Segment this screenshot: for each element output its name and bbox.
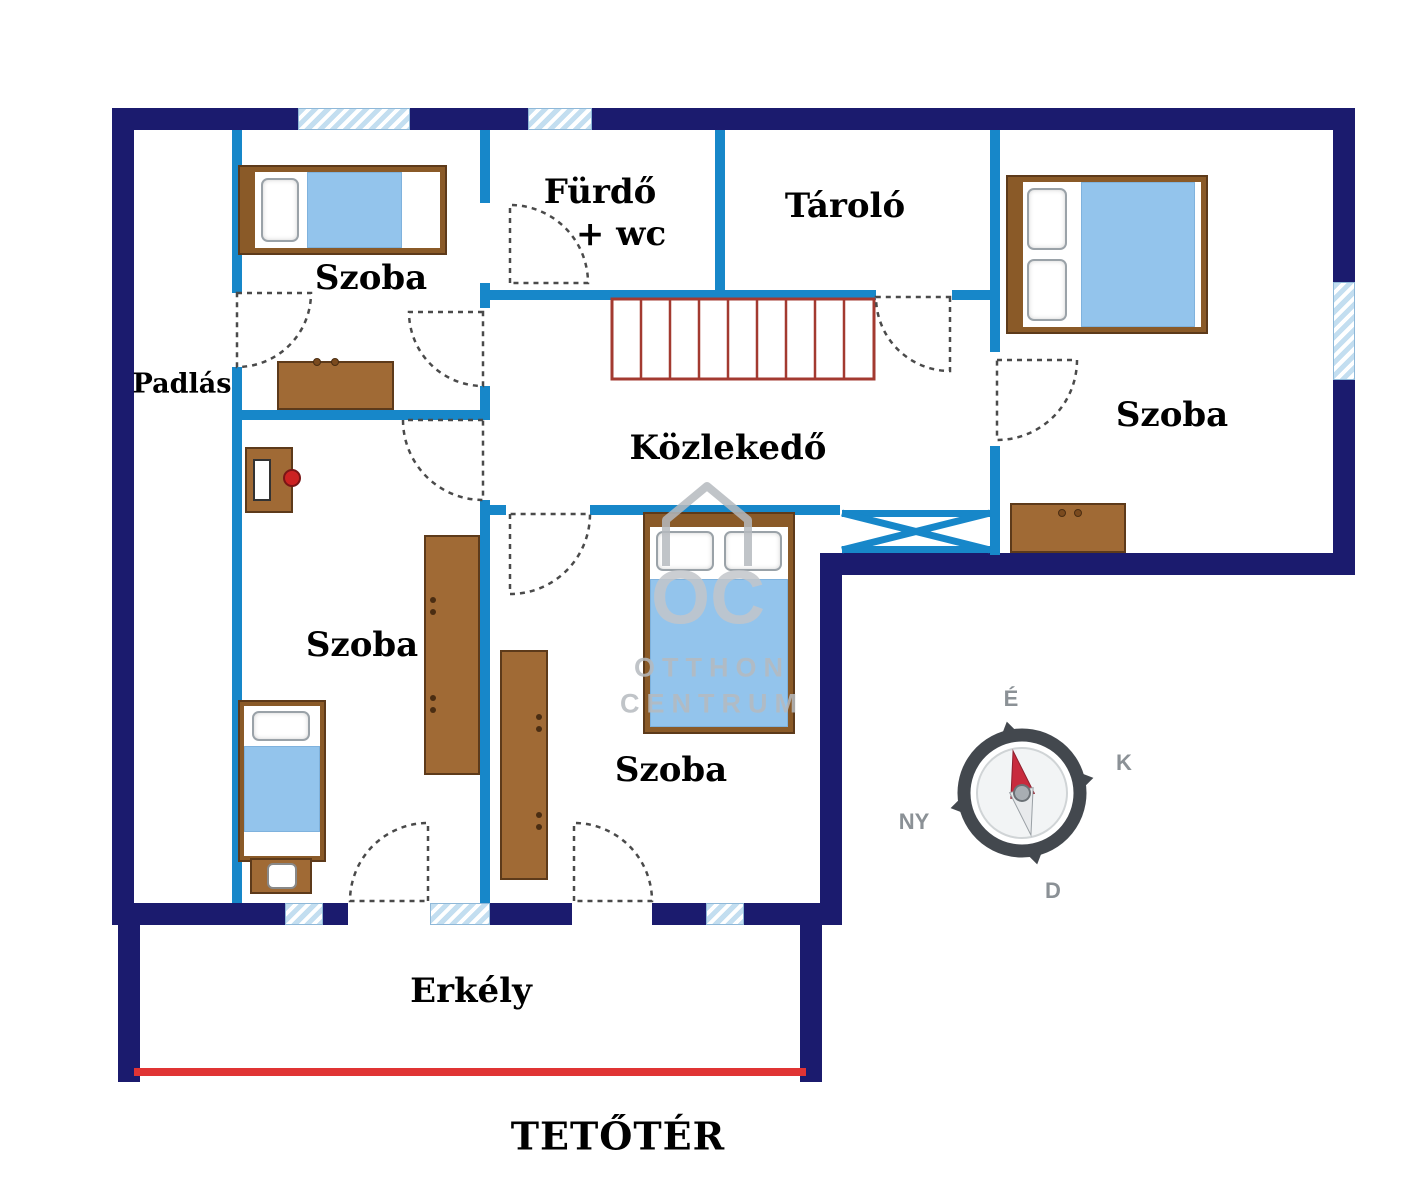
door-arc-balcony-left bbox=[348, 821, 430, 903]
nightstand-bottom-left bbox=[250, 858, 312, 894]
inner-wall-padlas-upper bbox=[232, 130, 242, 293]
stair-railing-x bbox=[841, 509, 991, 554]
bed-single-bottom-left bbox=[240, 702, 324, 860]
room-label-erkely: Erkély bbox=[410, 971, 532, 1011]
balcony-door-opening-right bbox=[572, 903, 652, 925]
inner-wall-center-v-4 bbox=[480, 500, 490, 903]
plan-title: TETŐTÉR bbox=[510, 1113, 726, 1159]
compass-body bbox=[950, 721, 1094, 865]
bed-pillow bbox=[1027, 188, 1067, 250]
railing-bar-top bbox=[842, 510, 990, 517]
balcony-door-opening-left bbox=[348, 903, 430, 925]
bed-headboard bbox=[650, 519, 788, 527]
room-label-tarolo: Tároló bbox=[784, 186, 906, 226]
watermark-house-icon bbox=[662, 482, 752, 566]
compass-pivot bbox=[1013, 784, 1031, 802]
door-arc-szoba-top-right bbox=[995, 358, 1079, 442]
compass-label-east: K bbox=[1116, 750, 1132, 775]
balcony-edge-line bbox=[134, 1068, 806, 1076]
dresser-knob bbox=[1058, 509, 1066, 517]
compass-rose bbox=[950, 721, 1094, 865]
wardrobe-handle bbox=[536, 714, 542, 720]
desk-top-left bbox=[277, 358, 394, 410]
bed-blanket bbox=[650, 579, 788, 727]
wardrobe-handle bbox=[430, 597, 436, 603]
wardrobe-handle bbox=[536, 726, 542, 732]
bed-single-top-left bbox=[240, 167, 445, 253]
room-label-szoba-top-right: Szoba bbox=[1115, 395, 1229, 435]
room-label-szoba-bottom: Szoba bbox=[614, 750, 728, 790]
inner-wall-hall-top-2 bbox=[952, 290, 1000, 300]
dresser-top-right bbox=[1010, 503, 1126, 553]
door-arc-szoba-mid-left bbox=[401, 418, 485, 502]
inner-wall-right-room-2 bbox=[990, 446, 1000, 555]
nightstand-lamp bbox=[267, 863, 297, 889]
room-label-furdo-line2: + wc bbox=[575, 214, 667, 254]
desk-knob bbox=[331, 358, 339, 366]
bed-headboard bbox=[1013, 182, 1023, 327]
bed-pillow bbox=[1027, 259, 1067, 321]
bed-blanket bbox=[1081, 182, 1195, 327]
balcony-wall-left bbox=[118, 925, 140, 1082]
wardrobe-handle bbox=[430, 707, 436, 713]
compass-label-west: NY bbox=[898, 809, 930, 834]
inner-wall-furdo-tarolo bbox=[715, 130, 725, 300]
room-label-kozlekedo: Közlekedő bbox=[629, 428, 827, 468]
door-arc-szoba-top-left-hall bbox=[407, 310, 485, 388]
inner-wall-hall-bottom-2 bbox=[590, 505, 840, 515]
room-label-szoba-top-left: Szoba bbox=[314, 258, 428, 298]
door-arc-tarolo bbox=[874, 295, 952, 373]
wardrobe-mid-left bbox=[424, 535, 480, 775]
railing-bar-bottom bbox=[842, 546, 990, 553]
bed-double-top-right bbox=[1008, 177, 1206, 332]
door-arc-balcony-right bbox=[572, 821, 654, 903]
bed-blanket bbox=[244, 746, 320, 832]
outer-wall-bottom-right bbox=[820, 553, 1355, 575]
desk-monitor bbox=[253, 459, 271, 501]
window-top-center bbox=[528, 108, 592, 130]
inner-wall-center-v-3 bbox=[480, 386, 490, 418]
inner-wall-right-room-1 bbox=[990, 130, 1000, 352]
room-label-furdo-line1: Fürdő bbox=[543, 172, 657, 212]
watermark-logo-text: OC bbox=[651, 555, 765, 641]
wardrobe-handle bbox=[536, 824, 542, 830]
bed-headboard bbox=[245, 172, 255, 248]
watermark-line1: OTTHON bbox=[634, 652, 790, 683]
inner-wall-hall-bottom-1 bbox=[480, 505, 506, 515]
wardrobe-handle bbox=[430, 695, 436, 701]
outer-wall-top bbox=[112, 108, 1355, 130]
chair-red bbox=[283, 469, 301, 487]
bed-blanket bbox=[307, 172, 402, 248]
inner-wall-hall-top-1 bbox=[480, 290, 876, 300]
stairs bbox=[610, 297, 876, 381]
door-arc-szoba-bottom bbox=[508, 512, 592, 596]
desk-knob bbox=[313, 358, 321, 366]
compass-label-north: É bbox=[1003, 686, 1019, 711]
window-right bbox=[1333, 282, 1355, 380]
dresser-knob bbox=[1074, 509, 1082, 517]
window-top-left bbox=[298, 108, 410, 130]
bed-pillow bbox=[261, 178, 299, 242]
inner-wall-szoba-divider-h bbox=[232, 410, 490, 420]
outer-wall-mid-vertical bbox=[820, 553, 842, 925]
window-bottom-2 bbox=[430, 903, 490, 925]
window-bottom-3 bbox=[706, 903, 744, 925]
inner-wall-padlas-lower bbox=[232, 367, 242, 903]
window-bottom-1 bbox=[285, 903, 323, 925]
door-arc-szoba-top-left-padlas bbox=[235, 291, 313, 369]
wardrobe-handle bbox=[430, 609, 436, 615]
bed-pillow bbox=[252, 711, 310, 741]
balcony-wall-right bbox=[800, 925, 822, 1082]
outer-wall-left bbox=[112, 108, 134, 925]
bed-pillow bbox=[724, 531, 782, 571]
watermark-line2: CENTRUM bbox=[620, 688, 804, 719]
wardrobe-bottom-room bbox=[500, 650, 548, 880]
room-label-szoba-mid-left: Szoba bbox=[305, 625, 419, 665]
room-label-padlas: Padlás bbox=[132, 368, 232, 400]
wardrobe-handle bbox=[536, 812, 542, 818]
compass-label-south: D bbox=[1045, 878, 1061, 903]
inner-wall-center-v-1 bbox=[480, 130, 490, 203]
